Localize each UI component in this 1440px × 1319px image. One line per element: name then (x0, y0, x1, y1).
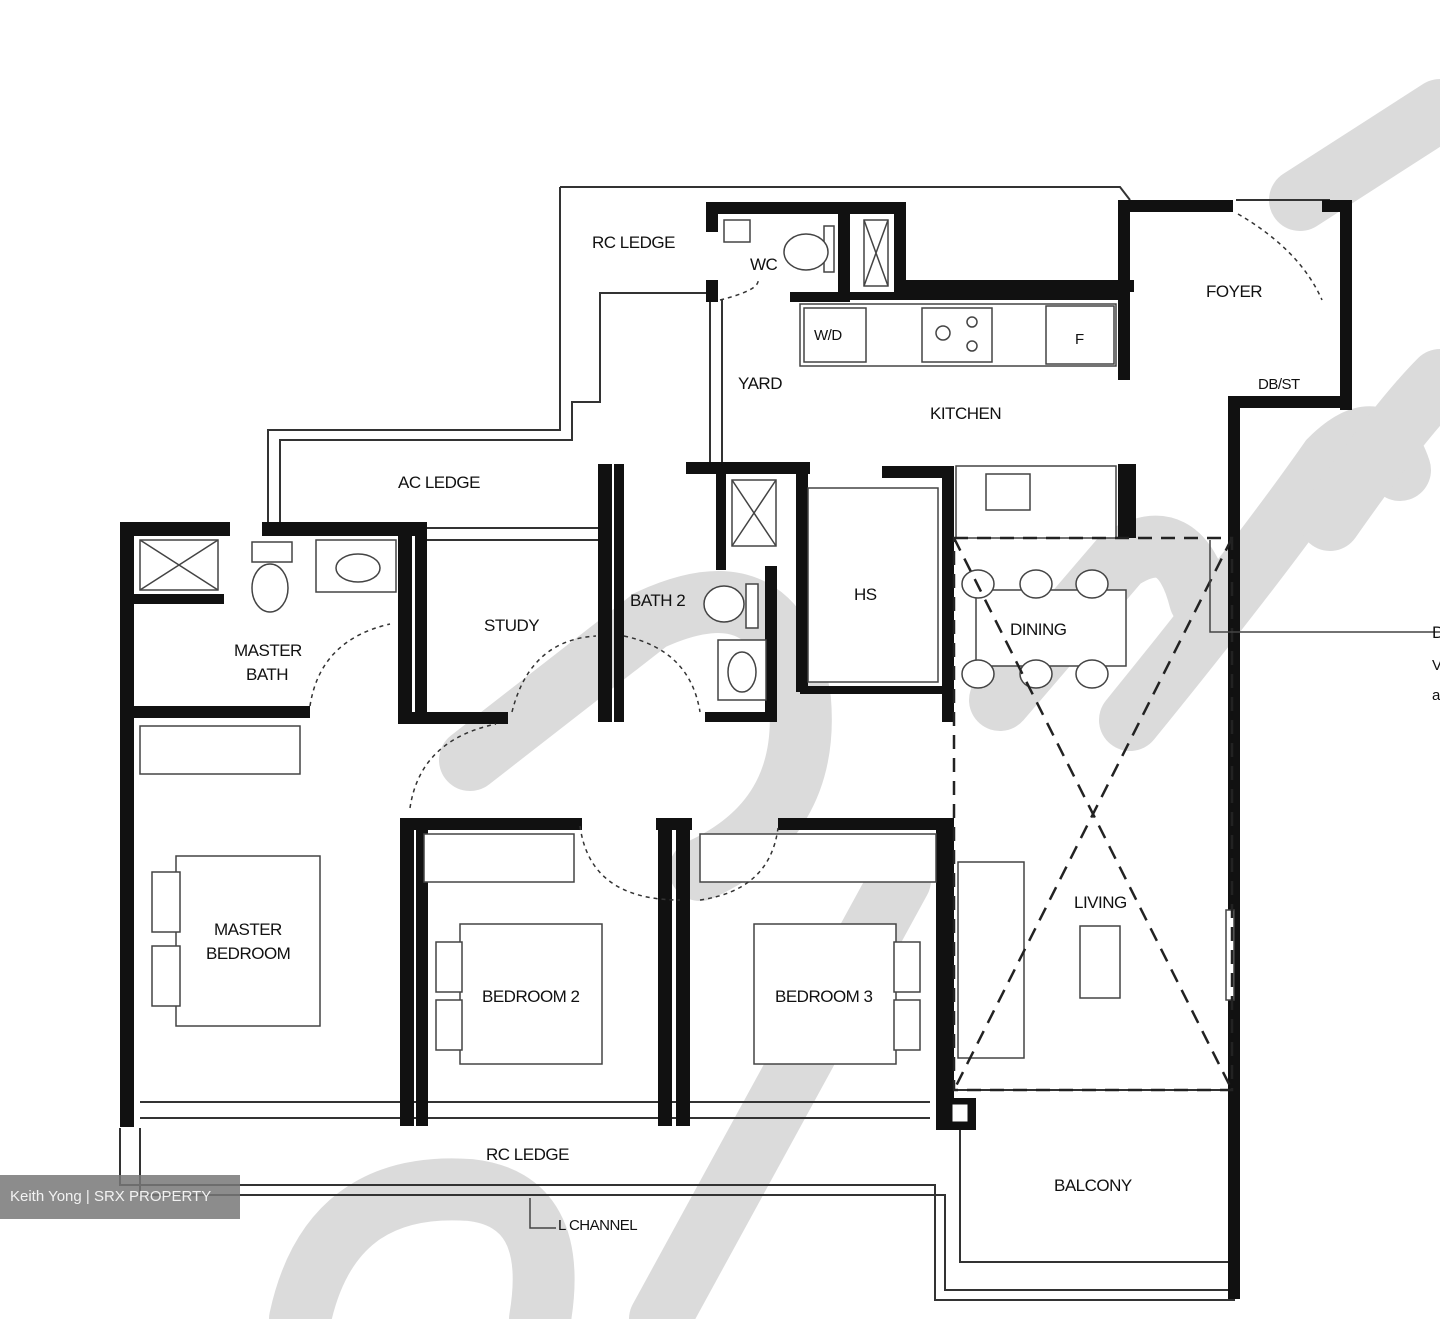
fixtures (139, 219, 1235, 1065)
label-rc-ledge-bottom: RC LEDGE (486, 1145, 569, 1164)
label-wd: W/D (814, 327, 842, 344)
ledge-outlines (119, 186, 1330, 1301)
label-dbst: DB/ST (1258, 376, 1300, 393)
label-yard: YARD (738, 374, 782, 393)
void-markers (952, 536, 1440, 1092)
label-bedroom-3: BEDROOM 3 (775, 987, 873, 1006)
cutoff-fragment-2: a (1432, 687, 1440, 704)
label-wc: WC (750, 255, 778, 274)
room-labels: RC LEDGE WC FOYER W/D F YARD KITCHEN DB/… (206, 233, 1440, 1234)
label-balcony: BALCONY (1054, 1176, 1132, 1195)
label-foyer: FOYER (1206, 282, 1262, 301)
label-bedroom-2: BEDROOM 2 (482, 987, 580, 1006)
label-master-bath-line1: MASTER (234, 641, 302, 660)
door-swings (309, 213, 1323, 901)
cutoff-fragment-1: V (1432, 657, 1440, 674)
label-rc-ledge-top: RC LEDGE (592, 233, 675, 252)
label-master-bath-line2: BATH (246, 665, 288, 684)
label-bath-2: BATH 2 (630, 591, 685, 610)
photo-credit: Keith Yong | SRX PROPERTY (0, 1175, 240, 1219)
label-living: LIVING (1074, 893, 1127, 912)
label-fridge: F (1075, 331, 1084, 348)
label-ac-ledge: AC LEDGE (398, 473, 480, 492)
label-hs: HS (854, 585, 877, 604)
label-kitchen: KITCHEN (930, 404, 1001, 423)
label-study: STUDY (484, 616, 539, 635)
label-l-channel: L CHANNEL (558, 1217, 637, 1234)
cutoff-marker: D (1432, 623, 1440, 642)
label-dining: DINING (1010, 620, 1067, 639)
column-marker (951, 1103, 969, 1123)
label-master-bedroom-line2: BEDROOM (206, 944, 290, 963)
label-master-bedroom-line1: MASTER (214, 920, 282, 939)
walls (120, 200, 1352, 1299)
l-channel-pointer (529, 1198, 556, 1229)
